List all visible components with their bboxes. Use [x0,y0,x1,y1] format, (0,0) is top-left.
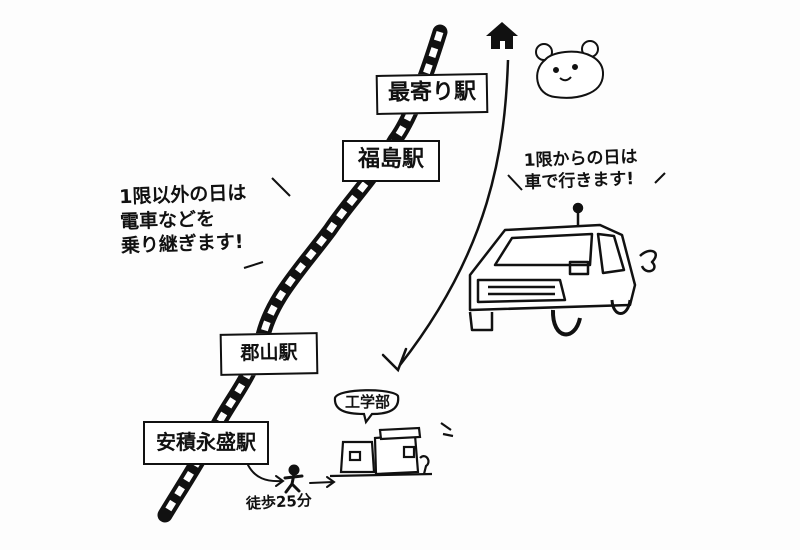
building-sign: 工学部 [345,393,391,411]
house-icon [486,22,518,49]
station-asaka-nagamori: 安積永盛駅 [143,421,269,465]
note-car-line-2: 車で行きます! [524,169,635,194]
note-train-line-3: 乗り継ぎます! [120,231,244,258]
car-route-arrow [381,59,510,373]
walk-arrows [247,464,336,488]
building-icon [329,389,454,478]
bear-face-icon [535,40,605,99]
station-fukushima: 福島駅 [342,140,440,182]
station-nearest: 最寄り駅 [375,73,489,115]
station-koriyama: 郡山駅 [219,332,319,376]
walking-person-icon [283,464,304,494]
note-train: 1限以外の日は 電車などを 乗り継ぎます! [119,181,249,259]
note-train-line-1: 1限以外の日は [118,181,247,209]
car-icon [468,202,657,337]
accent-strokes [243,172,666,269]
note-car: 1限からの日は 車で行きます! [523,146,638,194]
walk-time-label: 徒歩25分 [245,491,313,513]
